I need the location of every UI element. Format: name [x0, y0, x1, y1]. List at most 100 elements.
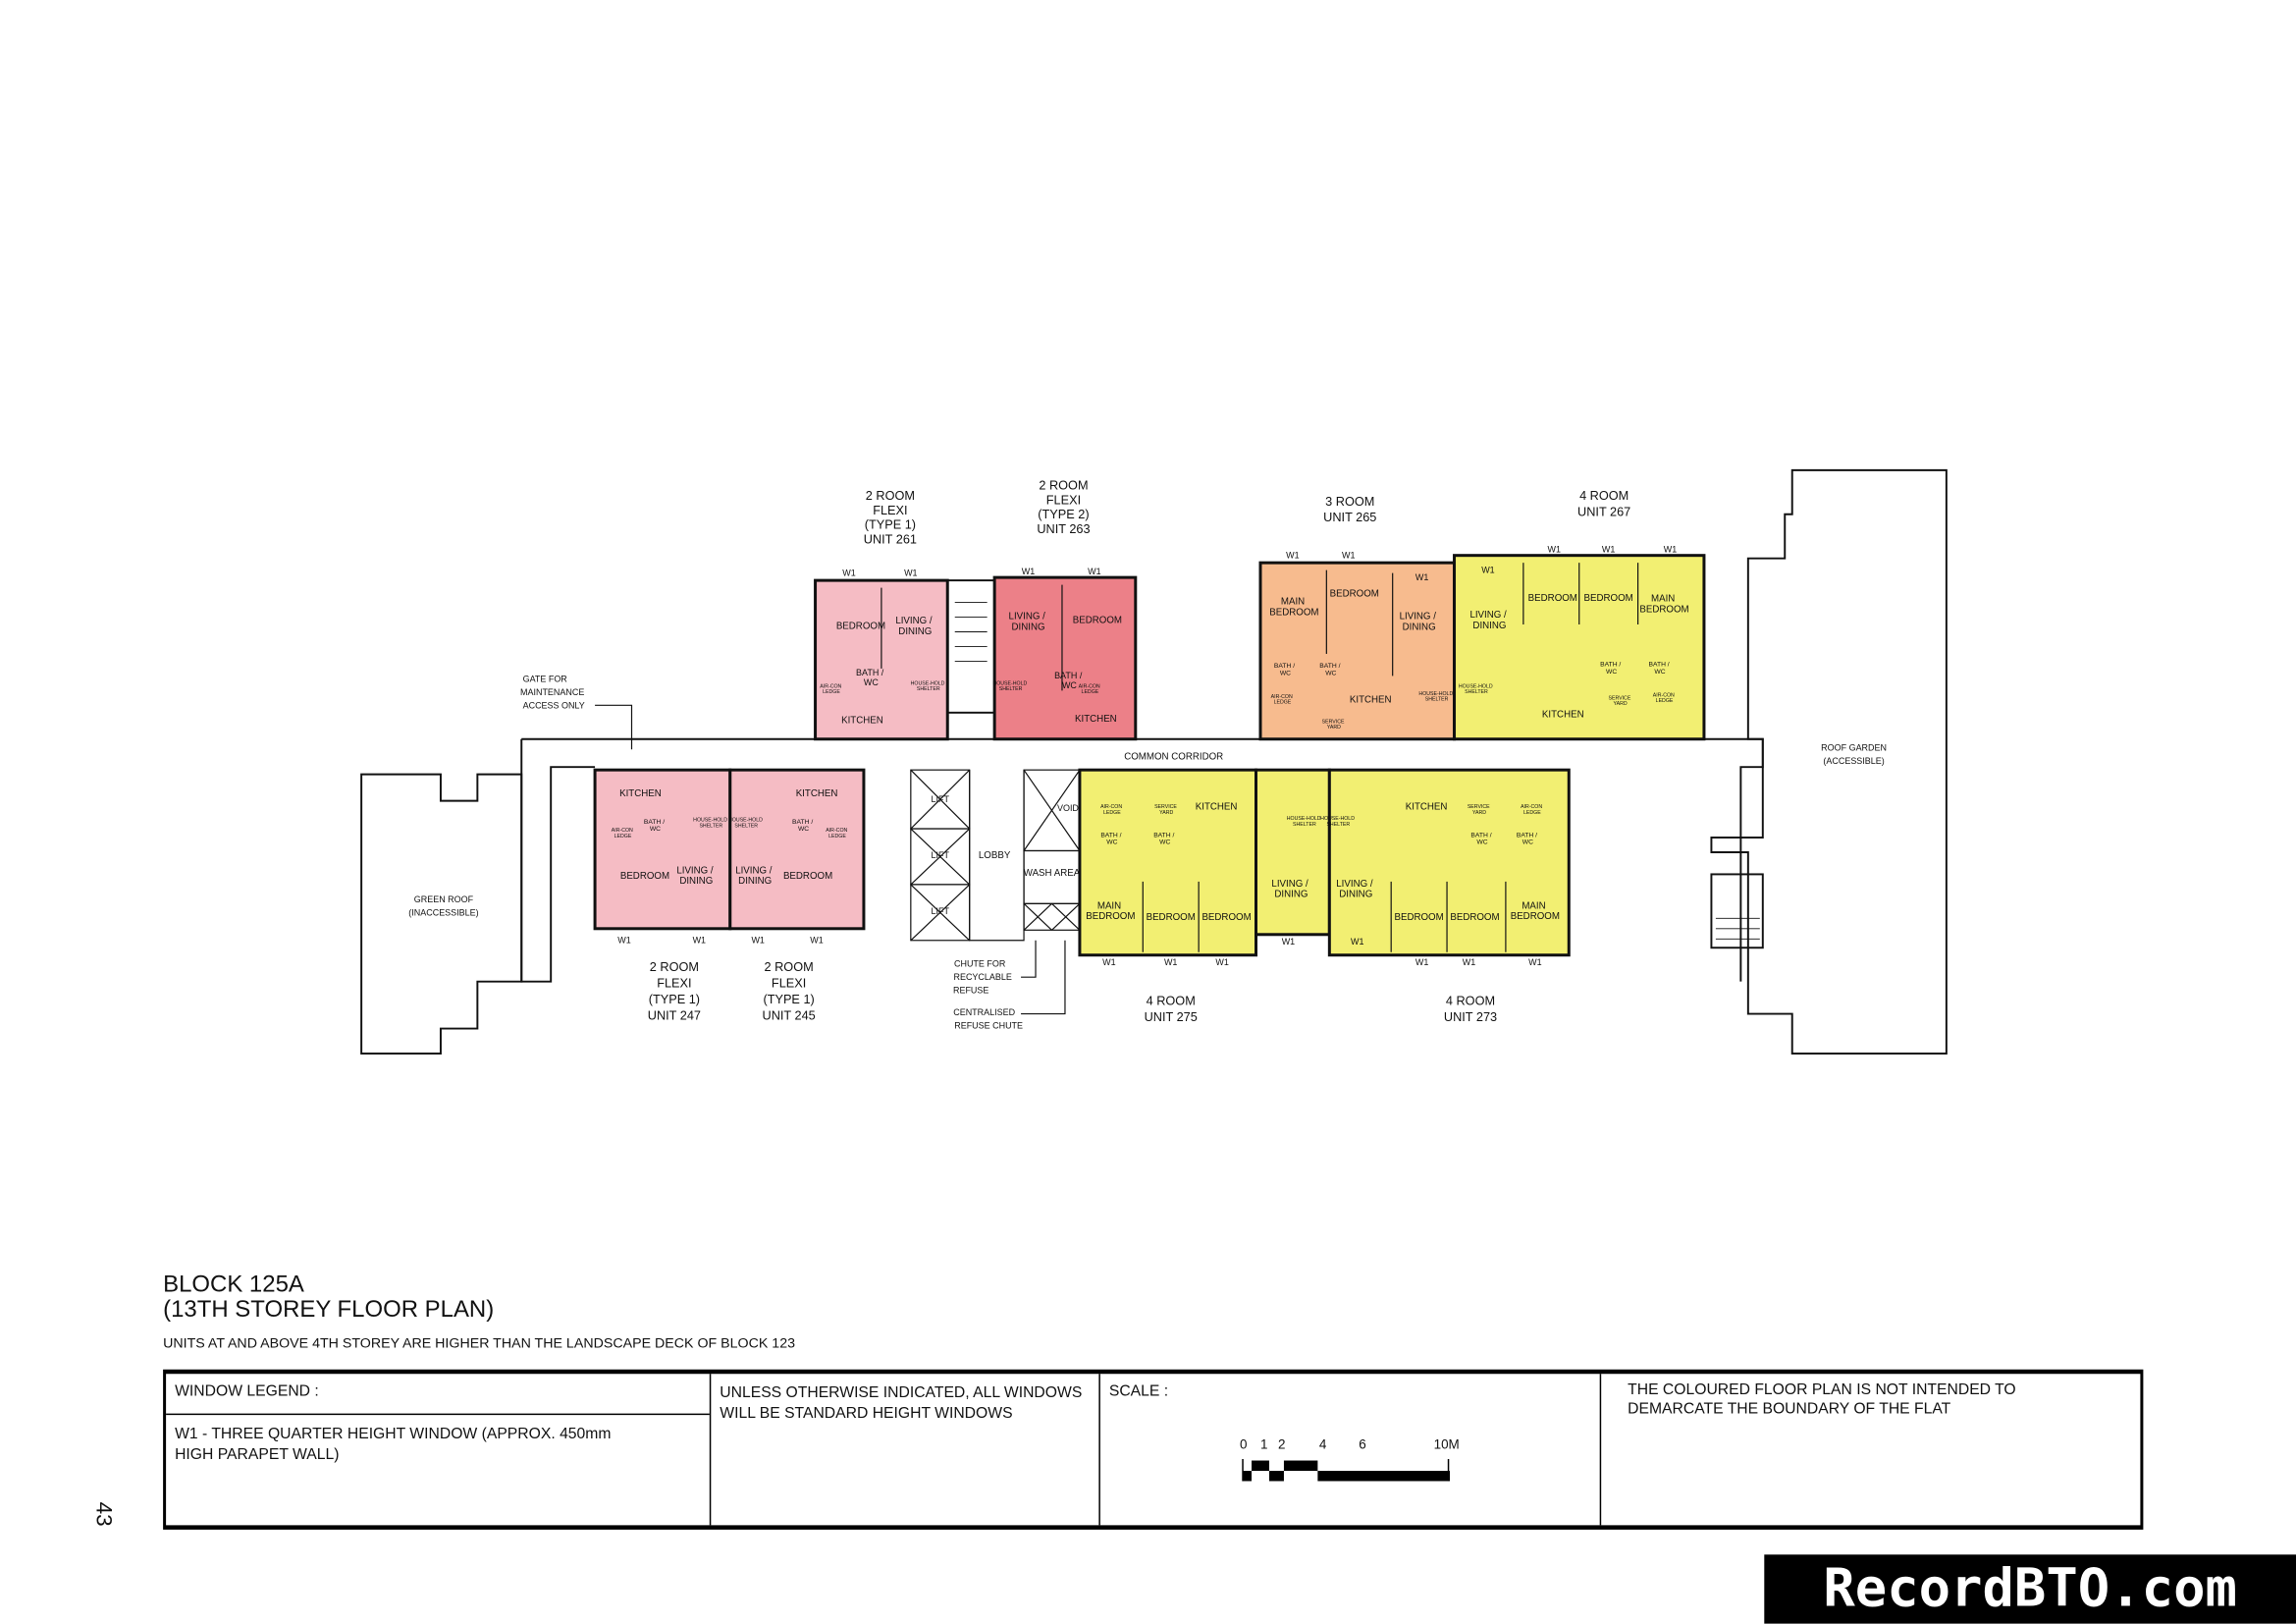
- window-tag: W1: [1351, 937, 1363, 947]
- svg-text:SERVICE YARD: SERVICE YARD: [1154, 804, 1178, 816]
- svg-text:KITCHEN: KITCHEN: [619, 788, 662, 799]
- plan-title: BLOCK 125A (13TH STOREY FLOOR PLAN): [163, 1272, 494, 1323]
- svg-text:UNIT 275: UNIT 275: [1145, 1009, 1198, 1024]
- svg-text:(TYPE 1): (TYPE 1): [763, 992, 814, 1006]
- window-tag: W1: [1548, 545, 1561, 555]
- window-tag: W1: [1286, 551, 1299, 561]
- scale-tick: 1: [1260, 1437, 1267, 1452]
- block-name: BLOCK 125A: [163, 1272, 304, 1298]
- svg-text:CHUTE FOR: CHUTE FOR: [954, 959, 1006, 969]
- disclaimer: THE COLOURED FLOOR PLAN IS NOT INTENDED …: [1628, 1380, 2016, 1419]
- svg-text:FLEXI: FLEXI: [1046, 492, 1081, 507]
- svg-text:2 ROOM: 2 ROOM: [866, 488, 915, 503]
- svg-text:BATH / WC: BATH / WC: [1153, 832, 1176, 845]
- svg-text:GATE FOR: GATE FOR: [523, 674, 568, 683]
- window-tag: W1: [1664, 545, 1677, 555]
- svg-text:MAINTENANCE: MAINTENANCE: [520, 687, 584, 697]
- svg-text:AIR-CON LEDGE: AIR-CON LEDGE: [820, 683, 842, 695]
- unit-247: [593, 768, 732, 931]
- svg-text:BEDROOM: BEDROOM: [1395, 912, 1444, 923]
- svg-text:KITCHEN: KITCHEN: [1542, 709, 1584, 720]
- svg-text:UNIT 263: UNIT 263: [1037, 521, 1090, 536]
- svg-text:FLEXI: FLEXI: [657, 976, 691, 991]
- svg-text:(TYPE 2): (TYPE 2): [1038, 507, 1089, 521]
- svg-text:BEDROOM: BEDROOM: [1073, 616, 1122, 626]
- svg-text:LIVING / DINING: LIVING / DINING: [1400, 612, 1439, 633]
- svg-text:KITCHEN: KITCHEN: [841, 715, 883, 726]
- landscape-note: UNITS AT AND ABOVE 4TH STOREY ARE HIGHER…: [163, 1335, 796, 1352]
- svg-text:LIVING / DINING: LIVING / DINING: [735, 866, 774, 888]
- svg-text:SERVICE YARD: SERVICE YARD: [1468, 804, 1491, 816]
- svg-text:KITCHEN: KITCHEN: [1350, 694, 1392, 705]
- unit-263: [992, 575, 1138, 741]
- svg-text:BEDROOM: BEDROOM: [783, 871, 832, 882]
- svg-text:LIVING / DINING: LIVING / DINING: [1336, 879, 1375, 900]
- svg-text:CENTRALISED: CENTRALISED: [953, 1007, 1015, 1017]
- stair-treads: [954, 602, 1760, 940]
- unit-265: [1258, 561, 1457, 741]
- svg-text:HOUSE-HOLD SHELTER: HOUSE-HOLD SHELTER: [1320, 816, 1356, 828]
- interior-walls: [595, 563, 1639, 1015]
- svg-text:UNIT 273: UNIT 273: [1444, 1009, 1497, 1024]
- svg-text:BATH / WC: BATH / WC: [644, 819, 667, 833]
- svg-text:LIVING / DINING: LIVING / DINING: [676, 866, 716, 888]
- svg-text:BATH / WC: BATH / WC: [1274, 663, 1297, 677]
- svg-text:BEDROOM: BEDROOM: [1201, 912, 1251, 923]
- svg-text:FLEXI: FLEXI: [873, 503, 907, 517]
- svg-text:LIVING / DINING: LIVING / DINING: [1009, 612, 1048, 633]
- svg-text:SERVICE YARD: SERVICE YARD: [1608, 695, 1631, 707]
- svg-text:ACCESS ONLY: ACCESS ONLY: [523, 700, 585, 710]
- window-tag: W1: [1415, 572, 1428, 582]
- svg-text:LIFT: LIFT: [932, 850, 950, 860]
- svg-text:COMMON CORRIDOR: COMMON CORRIDOR: [1124, 752, 1223, 763]
- svg-text:HOUSE-HOLD SHELTER: HOUSE-HOLD SHELTER: [1287, 816, 1322, 828]
- scale-tick: 0: [1240, 1437, 1247, 1452]
- scale-tick: 6: [1359, 1437, 1365, 1452]
- scale-tick: 4: [1319, 1437, 1327, 1452]
- svg-text:BATH / WC: BATH / WC: [1319, 663, 1342, 677]
- window-tag: W1: [904, 568, 917, 578]
- svg-text:MAIN BEDROOM: MAIN BEDROOM: [1269, 597, 1318, 619]
- svg-text:HOUSE-HOLD SHELTER: HOUSE-HOLD SHELTER: [728, 818, 764, 830]
- staircase-right: [1710, 873, 1764, 949]
- svg-text:BEDROOM: BEDROOM: [1528, 593, 1577, 604]
- unit-245: [728, 768, 866, 931]
- svg-text:(INACCESSIBLE): (INACCESSIBLE): [408, 907, 478, 917]
- svg-text:HOUSE-HOLD SHELTER: HOUSE-HOLD SHELTER: [693, 818, 728, 830]
- svg-text:BEDROOM: BEDROOM: [1330, 589, 1379, 600]
- svg-text:BATH / WC: BATH / WC: [1600, 662, 1623, 676]
- svg-text:VOID: VOID: [1057, 803, 1079, 813]
- svg-text:LIFT: LIFT: [932, 794, 950, 804]
- svg-text:KITCHEN: KITCHEN: [1406, 802, 1448, 813]
- svg-text:2 ROOM: 2 ROOM: [1039, 477, 1088, 492]
- svg-text:BEDROOM: BEDROOM: [1584, 593, 1633, 604]
- svg-text:(ACCESSIBLE): (ACCESSIBLE): [1823, 756, 1884, 766]
- svg-text:3 ROOM: 3 ROOM: [1325, 494, 1374, 509]
- svg-text:LIFT: LIFT: [932, 906, 950, 916]
- unit-273: [1327, 768, 1571, 957]
- svg-text:HOUSE-HOLD SHELTER: HOUSE-HOLD SHELTER: [1418, 691, 1454, 703]
- window-tag: W1: [1415, 957, 1428, 967]
- svg-text:(TYPE 1): (TYPE 1): [865, 517, 916, 532]
- svg-text:RECYCLABLE: RECYCLABLE: [953, 972, 1011, 982]
- window-tag: W1: [1282, 937, 1295, 947]
- svg-text:AIR-CON LEDGE: AIR-CON LEDGE: [1079, 683, 1101, 695]
- svg-text:BATH / WC: BATH / WC: [856, 668, 886, 687]
- window-tag: W1: [842, 568, 855, 578]
- svg-text:KITCHEN: KITCHEN: [1196, 802, 1238, 813]
- svg-text:KITCHEN: KITCHEN: [1075, 714, 1117, 725]
- svg-text:BATH / WC: BATH / WC: [1649, 662, 1672, 676]
- window-legend-heading: WINDOW LEGEND :: [166, 1374, 710, 1416]
- svg-text:BATH / WC: BATH / WC: [1054, 671, 1085, 690]
- svg-text:BEDROOM: BEDROOM: [1450, 912, 1499, 923]
- window-tag: W1: [1342, 551, 1355, 561]
- svg-text:REFUSE: REFUSE: [953, 986, 988, 996]
- svg-text:2 ROOM: 2 ROOM: [650, 959, 699, 974]
- window-tag: W1: [1481, 566, 1494, 575]
- svg-text:KITCHEN: KITCHEN: [796, 788, 838, 799]
- window-tag: W1: [1528, 957, 1541, 967]
- svg-text:HOUSE-HOLD SHELTER: HOUSE-HOLD SHELTER: [1459, 683, 1494, 695]
